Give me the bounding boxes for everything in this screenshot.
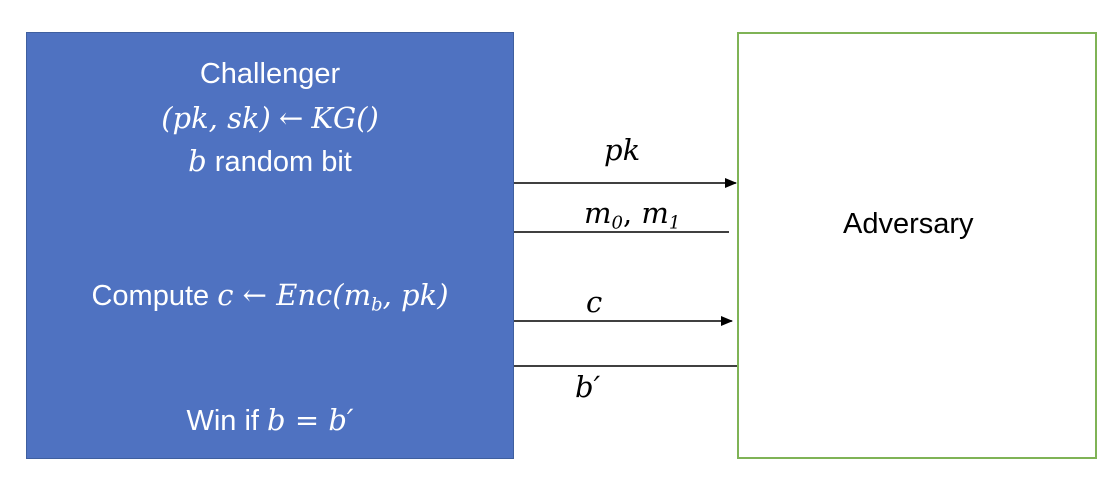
win-prefix: Win if [186,405,268,437]
message-m0: m [584,196,612,230]
keygen-rhs: KG() [311,101,379,135]
win-eq: = [285,403,329,437]
keygen-line: (pk, sk) ← KG() [26,101,514,136]
win-line: Win if b = b′ [26,403,514,438]
compute-func: Enc(m [276,278,372,312]
win-rhs: b′ [328,403,354,437]
compute-var: c [217,278,234,312]
message-m1-sub: 1 [668,212,681,234]
random-bit-text: random bit [206,146,352,178]
keygen-lhs: (pk, sk) [161,101,271,135]
compute-arrow: ← [233,278,277,312]
message-m1: m [641,196,669,230]
keygen-arrow: ← [278,101,304,135]
message-bprime: b′ [575,370,601,404]
message-comma: , [622,196,642,230]
message-m0-m1: m0, m1 [584,196,681,234]
compute-sub: b [371,294,383,316]
random-bit-line: b random bit [26,144,514,179]
compute-rest: , pk) [382,278,449,312]
random-bit-var: b [188,144,207,178]
compute-prefix: Compute [91,280,218,312]
message-pk: pk [604,133,641,167]
message-c: c [586,285,603,319]
win-lhs: b [267,403,286,437]
adversary-box [737,32,1097,459]
challenger-box [26,32,514,459]
compute-line: Compute c ← Enc(mb, pk) [26,278,514,316]
message-m0-sub: 0 [611,212,623,234]
challenger-title: Challenger [199,58,341,90]
adversary-title: Adversary [843,208,974,240]
